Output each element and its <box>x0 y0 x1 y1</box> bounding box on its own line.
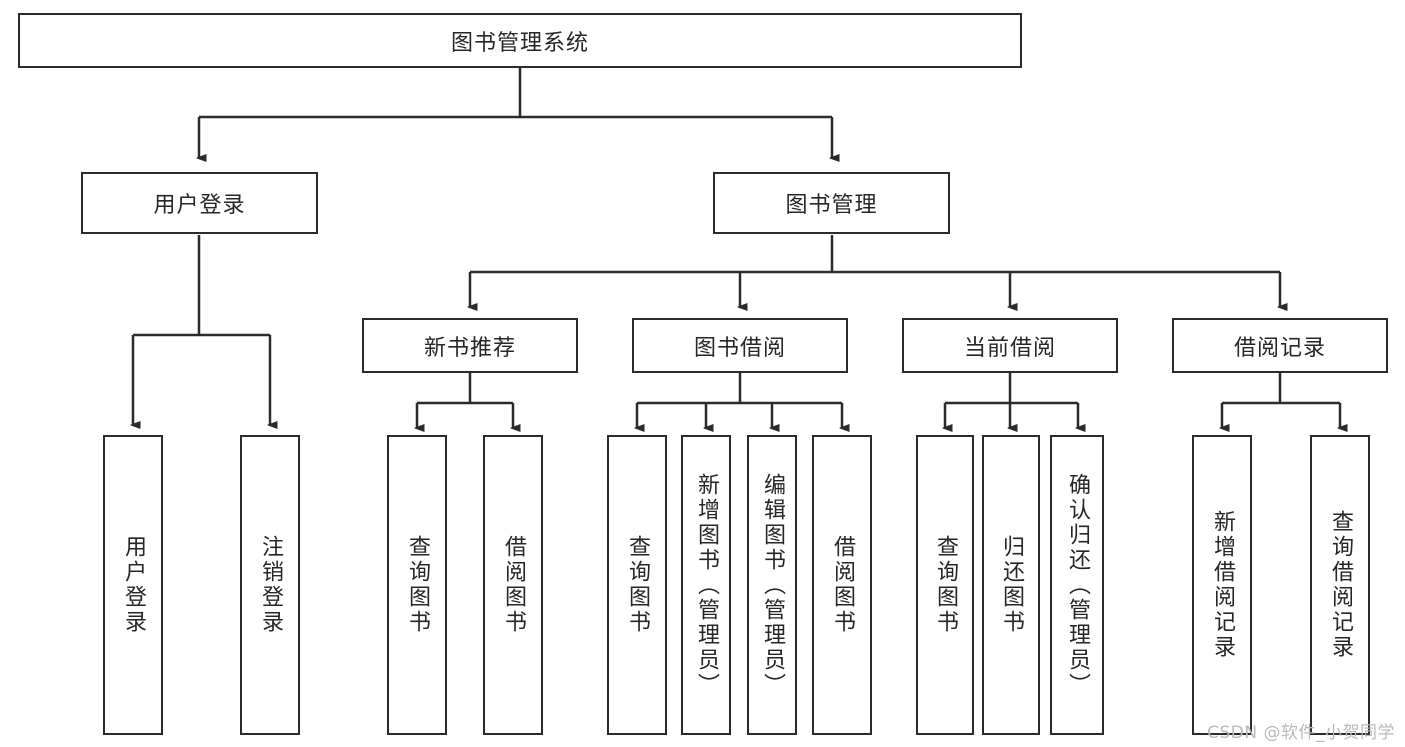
node-leaf-query-book-borrow[interactable]: 查询图书 <box>607 435 667 735</box>
node-leaf-borrow-book[interactable]: 借阅图书 <box>812 435 872 735</box>
node-label: 图书借阅 <box>693 335 786 361</box>
node-leaf-confirm-return[interactable]: 确认归还（管理员） <box>1050 435 1104 735</box>
node-label: 借阅记录 <box>1233 335 1326 361</box>
node-label: 用户登录 <box>121 535 146 635</box>
node-label: 归还图书 <box>999 535 1024 635</box>
node-label: 编辑图书（管理员） <box>760 472 785 698</box>
node-leaf-query-borrow-record[interactable]: 查询借阅记录 <box>1310 435 1370 735</box>
node-leaf-user-login[interactable]: 用户登录 <box>103 435 163 735</box>
node-label: 查询图书 <box>933 535 958 635</box>
node-label: 借阅图书 <box>501 535 526 635</box>
node-current-borrow[interactable]: 当前借阅 <box>902 318 1118 373</box>
node-leaf-return-book[interactable]: 归还图书 <box>982 435 1040 735</box>
node-new-book-recommend[interactable]: 新书推荐 <box>362 318 578 373</box>
node-leaf-add-borrow-record[interactable]: 新增借阅记录 <box>1192 435 1252 735</box>
node-leaf-add-book[interactable]: 新增图书（管理员） <box>681 435 731 735</box>
node-label: 注销登录 <box>258 535 283 635</box>
node-label: 查询图书 <box>625 535 650 635</box>
node-leaf-query-book-current[interactable]: 查询图书 <box>916 435 974 735</box>
node-label: 图书管理 <box>785 193 878 218</box>
csdn-watermark: CSDN @软件_小贺同学 <box>1207 723 1395 743</box>
node-label: 图书管理系统 <box>450 30 589 56</box>
node-label: 用户登录 <box>153 193 246 218</box>
node-root-system[interactable]: 图书管理系统 <box>18 13 1022 68</box>
node-label: 查询借阅记录 <box>1328 510 1353 660</box>
node-label: 当前借阅 <box>963 335 1056 361</box>
node-label: 确认归还（管理员） <box>1065 472 1090 698</box>
node-label: 借阅图书 <box>830 535 855 635</box>
node-label: 新增借阅记录 <box>1210 510 1235 660</box>
node-leaf-query-book-recommend[interactable]: 查询图书 <box>387 435 447 735</box>
node-leaf-borrow-book-recommend[interactable]: 借阅图书 <box>483 435 543 735</box>
node-label: 新增图书（管理员） <box>694 472 719 698</box>
node-user-login[interactable]: 用户登录 <box>81 172 318 234</box>
node-leaf-edit-book[interactable]: 编辑图书（管理员） <box>747 435 797 735</box>
node-book-borrow[interactable]: 图书借阅 <box>632 318 848 373</box>
node-borrow-record[interactable]: 借阅记录 <box>1172 318 1388 373</box>
node-book-manage[interactable]: 图书管理 <box>713 172 950 234</box>
node-label: 新书推荐 <box>423 335 516 361</box>
node-leaf-logout[interactable]: 注销登录 <box>240 435 300 735</box>
node-label: 查询图书 <box>405 535 430 635</box>
